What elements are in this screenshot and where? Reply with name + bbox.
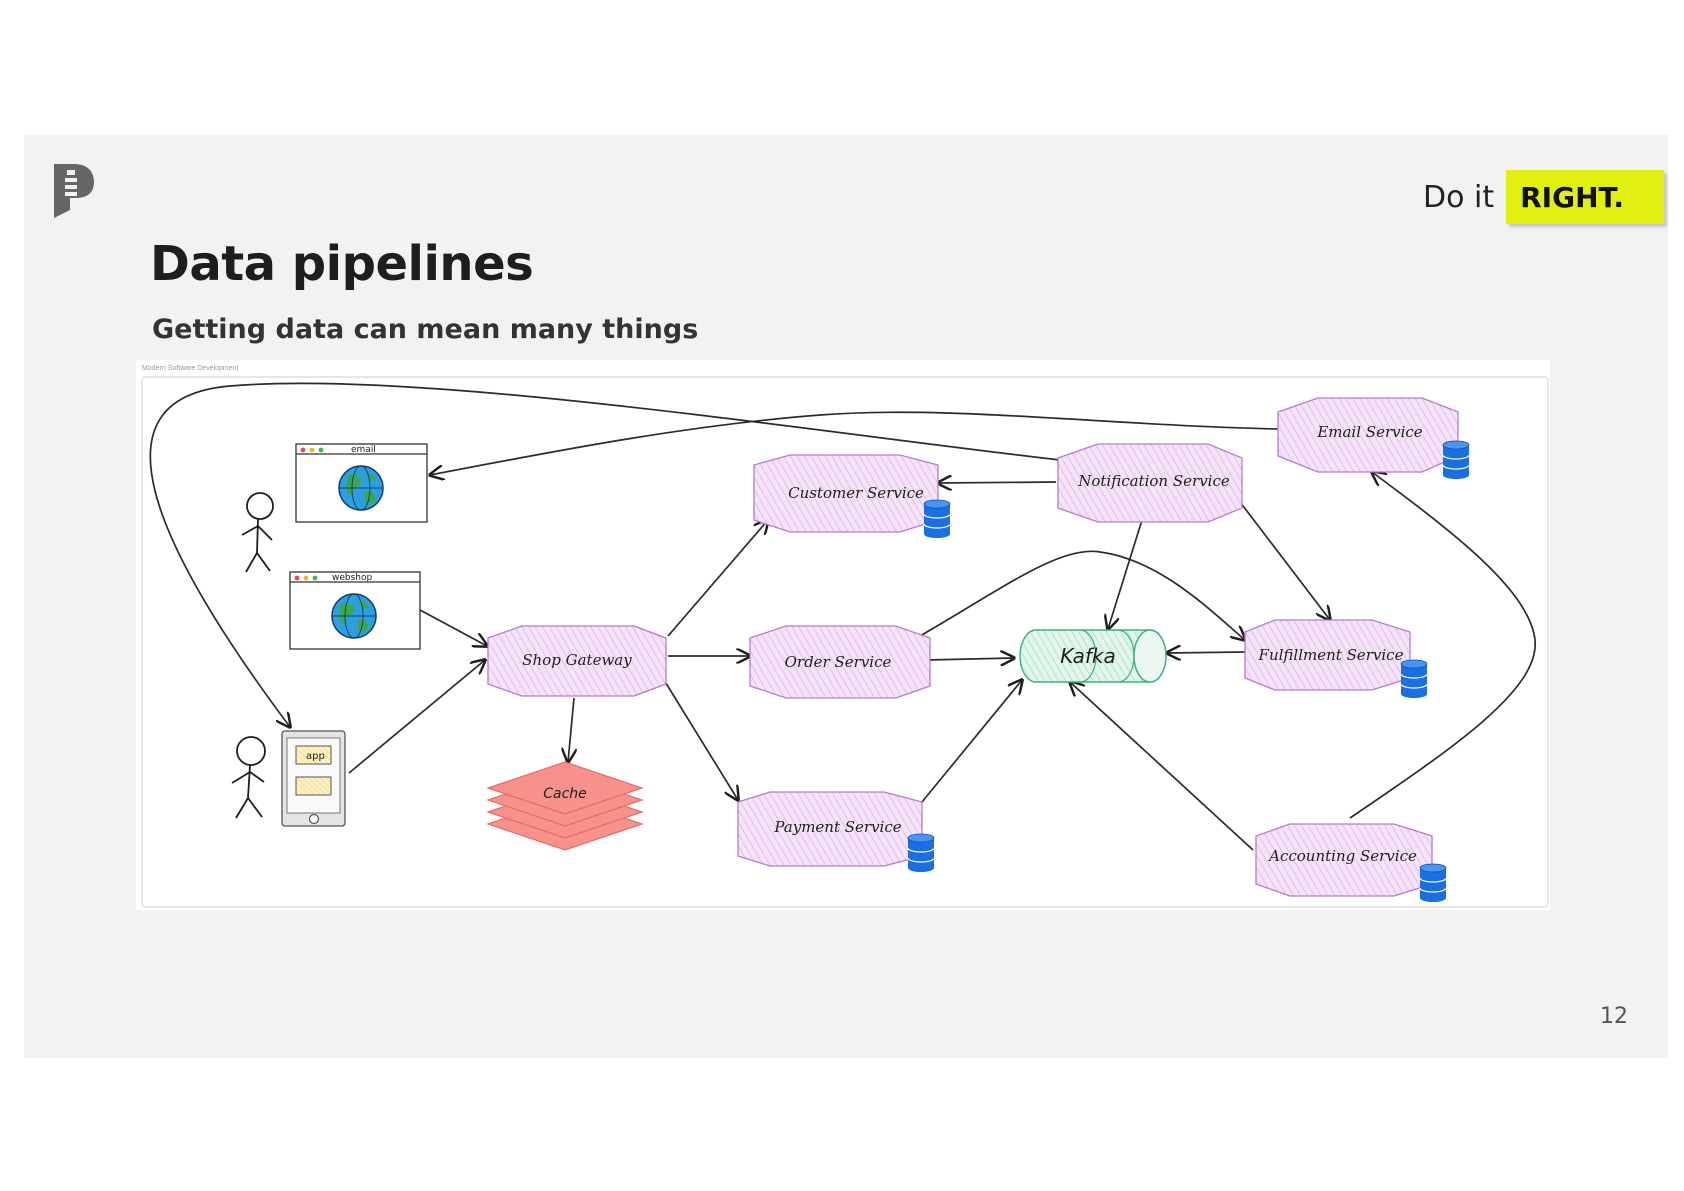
page-number: 12 xyxy=(1600,1004,1628,1029)
node-payment-service: Payment Service xyxy=(737,791,923,867)
node-email-service: Email Service xyxy=(1277,397,1459,473)
database-icon xyxy=(923,499,951,538)
user-icon xyxy=(231,736,266,819)
database-icon xyxy=(1442,440,1470,479)
node-label: Accounting Service xyxy=(1267,847,1417,865)
page-subtitle: Getting data can mean many things xyxy=(152,314,699,345)
window-min-dot xyxy=(309,447,315,453)
email-client-label: email xyxy=(351,445,376,455)
database-icon xyxy=(1419,863,1447,902)
edge-gateway-to-customer xyxy=(667,520,768,637)
node-accounting-service: Accounting Service xyxy=(1255,823,1433,897)
edge-notification-to-fulfillment xyxy=(1239,501,1330,620)
edge-fulfillment-to-kafka xyxy=(1167,652,1246,653)
edge-order-to-fulfillment xyxy=(919,550,1245,640)
edge-accounting-to-kafka xyxy=(1070,682,1254,851)
node-label: Customer Service xyxy=(788,484,924,502)
database-icon xyxy=(1400,659,1428,698)
page-title: Data pipelines xyxy=(150,236,534,292)
window-close-dot xyxy=(300,447,306,453)
kafka-label: Kafka xyxy=(1060,644,1116,668)
cache-label: Cache xyxy=(543,786,587,802)
diagram-caption: Modern Software Development xyxy=(142,365,239,372)
window-max-dot xyxy=(312,575,318,581)
edge-webshop-to-gateway xyxy=(419,609,487,646)
tagline-badge: RIGHT. xyxy=(1506,170,1664,224)
edge-gateway-to-payment xyxy=(663,679,738,800)
node-label: Payment Service xyxy=(773,818,901,836)
node-fulfillment-service: Fulfillment Service xyxy=(1244,619,1411,691)
node-kafka: Kafka xyxy=(1019,629,1167,683)
edge-app-to-gateway xyxy=(348,660,485,774)
tagline-prefix: Do it xyxy=(1423,179,1495,215)
node-shop-gateway: Shop Gateway xyxy=(487,625,667,697)
node-label: Order Service xyxy=(785,653,892,671)
email-client: email xyxy=(295,443,428,523)
mobile-app: app xyxy=(281,730,346,827)
node-label: Email Service xyxy=(1316,423,1422,441)
user-icon xyxy=(241,492,274,573)
node-notification-service: Notification Service xyxy=(1057,443,1243,523)
home-button-icon xyxy=(308,813,320,825)
window-min-dot xyxy=(303,575,309,581)
diagram-frame xyxy=(141,376,1549,908)
globe-icon xyxy=(331,593,377,639)
node-cache: Cache xyxy=(486,761,644,851)
node-label: Notification Service xyxy=(1077,472,1230,490)
edge-accounting-to-emailservice xyxy=(1349,472,1536,819)
edges xyxy=(149,382,1536,851)
globe-icon xyxy=(338,465,384,511)
node-label: Shop Gateway xyxy=(522,651,632,669)
edge-notification-to-customer xyxy=(938,482,1057,483)
window-max-dot xyxy=(318,447,324,453)
edge-gateway-to-cache xyxy=(568,697,574,762)
webshop-client: webshop xyxy=(289,571,421,650)
window-close-dot xyxy=(294,575,300,581)
database-icon xyxy=(907,833,935,872)
tagline: Do it RIGHT. xyxy=(1423,170,1664,224)
edge-emailservice-to-email xyxy=(430,411,1279,475)
edge-notification-to-app xyxy=(149,382,1061,727)
edge-notification-to-kafka xyxy=(1108,519,1143,629)
mobile-app-label: app xyxy=(306,751,325,762)
node-order-service: Order Service xyxy=(749,625,931,699)
edge-payment-to-kafka xyxy=(921,680,1022,803)
webshop-client-label: webshop xyxy=(332,573,373,583)
edge-order-to-kafka xyxy=(926,658,1014,660)
node-label: Fulfillment Service xyxy=(1258,646,1404,664)
node-customer-service: Customer Service xyxy=(753,454,939,533)
company-logo-icon xyxy=(54,164,94,218)
